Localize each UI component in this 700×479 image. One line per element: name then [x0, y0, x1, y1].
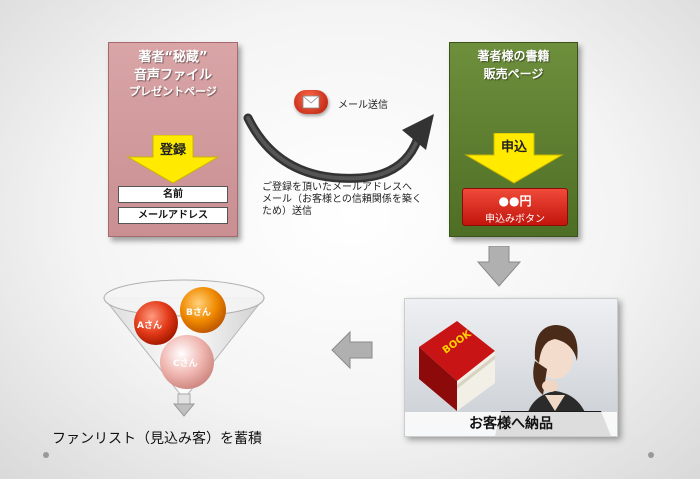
mail-description: ご登録を頂いたメールアドレスへ メール（お客様との信頼関係を築く ため）送信: [262, 182, 422, 218]
down-arrow-yellow-icon: [464, 133, 564, 184]
book-sales-page-panel: 著者様の書籍 販売ページ 申込 ●●円 申込みボタン: [449, 42, 578, 237]
price-text: ●●円: [498, 194, 532, 208]
delivery-caption: お客様へ納品: [405, 412, 617, 436]
mail-description-line2: メール（お客様との信頼関係を築く: [262, 194, 422, 205]
down-arrow-gray-icon: [476, 246, 522, 287]
apply-button-label: 申込みボタン: [485, 214, 545, 225]
ball-b-label: Bさん: [186, 308, 211, 318]
ball-c-label: Cさん: [173, 359, 198, 369]
name-field[interactable]: 名前: [118, 186, 228, 203]
corner-dot-left: [43, 452, 49, 458]
apply-button[interactable]: ●●円 申込みボタン: [462, 188, 568, 226]
delivery-photo: BOOK お客様へ納品: [404, 298, 618, 437]
left-title-line2: 音声ファイル: [133, 68, 212, 83]
customer-ball-c: [160, 335, 214, 389]
fan-list-caption: ファンリスト（見込み客）を蓄積: [52, 431, 262, 447]
mail-icon: [294, 90, 328, 114]
funnel-output-arrow-icon: [172, 403, 196, 417]
mail-description-line3: ため）送信: [262, 206, 312, 217]
down-arrow-yellow-icon: [126, 135, 220, 184]
corner-dot-right: [648, 452, 654, 458]
customer-ball-a: [134, 301, 178, 345]
curved-arrow-icon: [243, 113, 434, 183]
mail-description-line1: ご登録を頂いたメールアドレスへ: [262, 182, 412, 193]
apply-label: 申込: [500, 140, 527, 155]
customer-ball-b: [180, 287, 226, 333]
funnel-diagram: [102, 279, 266, 417]
ball-a-label: Aさん: [137, 321, 162, 331]
left-title-line1: 著者“秘蔵”: [138, 50, 208, 65]
signup-page-panel: 著者“秘蔵” 音声ファイル プレゼントページ 登録 名前 メールアドレス: [108, 42, 238, 237]
left-arrow-gray-icon: [331, 330, 373, 370]
register-label: 登録: [159, 143, 186, 158]
right-title-line1: 著者様の書籍: [477, 49, 550, 63]
right-title-line2: 販売ページ: [483, 67, 544, 81]
left-title-line3: プレゼントページ: [129, 85, 217, 98]
email-field[interactable]: メールアドレス: [118, 207, 228, 224]
mail-send-label: メール送信: [338, 100, 388, 111]
